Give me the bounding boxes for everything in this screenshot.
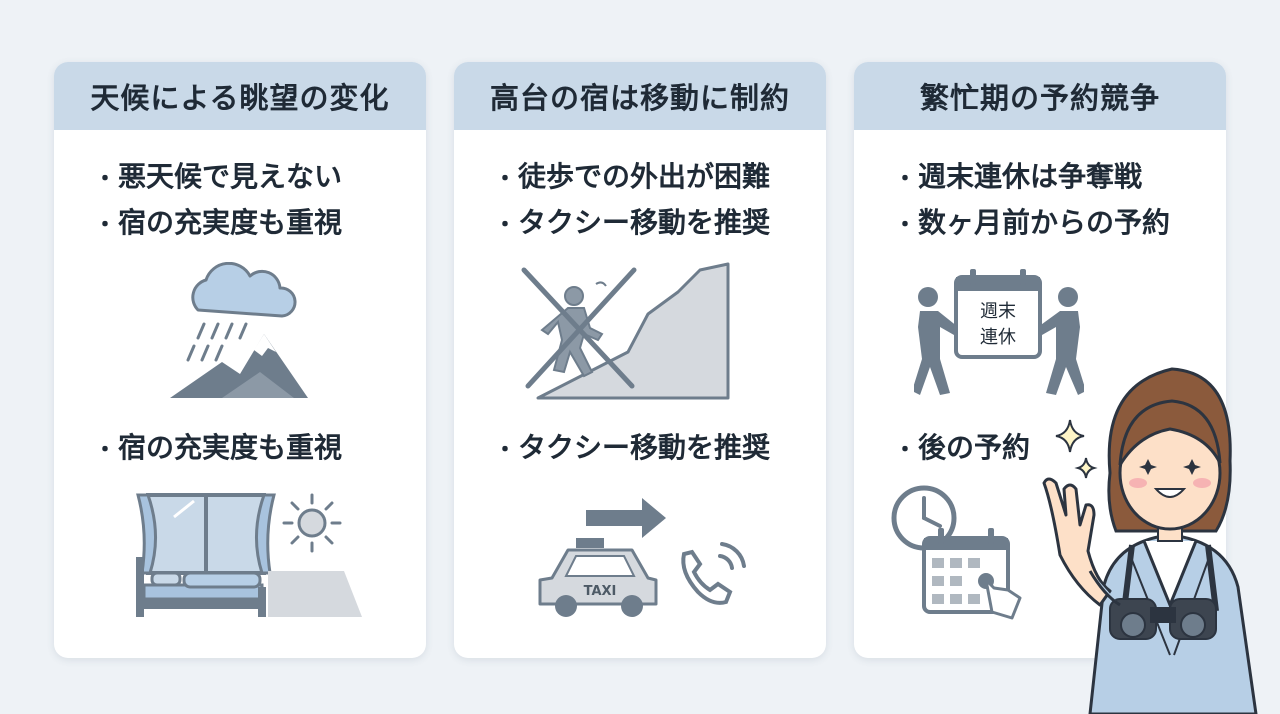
bullet-list: ・タクシー移動を推奨 [494,425,770,471]
arrow-right-icon [586,498,666,538]
calendar-text: 連休 [980,327,1016,348]
bedroom-window-icon [136,493,362,617]
bullet-item: ・後の予約 [894,431,1031,464]
bullet-list: ・徒歩での外出が困難 ・タクシー移動を推奨 [494,154,770,246]
taxi-icon: TAXI [538,538,658,617]
bullet-item: ・数ヶ月前からの予約 [894,206,1171,239]
phone-icon [681,542,746,605]
bullet-item: ・徒歩での外出が困難 [494,160,771,193]
bullet-item: ・タクシー移動を推奨 [494,431,771,464]
bullet-list: ・悪天候で見えない ・宿の充実度も重視 [94,154,342,246]
bullet-item: ・宿の充実度も重視 [94,431,343,464]
tug-of-war-calendar-icon: 週末 連休 [914,269,1084,395]
calendar-tap-icon [922,528,1022,620]
bullet-list: ・後の予約 [894,425,1030,471]
bullet-list: ・週末連休は争奪戦 ・数ヶ月前からの予約 [894,154,1170,246]
card-title: 高台の宿は移動に制約 [454,62,826,130]
no-walking-slope-icon [521,262,730,400]
sun-icon [282,493,342,553]
bullet-item: ・宿の充実度も重視 [94,206,343,239]
taxi-phone-icon: TAXI [538,498,746,617]
card-mobility: 高台の宿は移動に制約 ・徒歩での外出が困難 ・タクシー移動を推奨 ・タクシー移動… [454,62,826,658]
card-title: 天候による眺望の変化 [54,62,426,130]
traveler-character [1042,367,1258,714]
rain-icon [186,322,248,362]
clock-calendar-tap-icon [891,485,1022,620]
binoculars-icon [1109,598,1217,640]
person-left-icon [914,287,958,395]
bullet-item: ・タクシー移動を推奨 [494,206,771,239]
cloud-icon [191,262,297,318]
taxi-label: TAXI [584,584,617,599]
cloud-rain-mountain-icon [170,262,308,398]
bullet-item: ・悪天候で見えない [94,160,343,193]
calendar-text: 週末 [980,301,1016,322]
sparkle-icon [1055,419,1098,479]
bullet-item: ・週末連休は争奪戦 [894,160,1143,193]
card-weather: 天候による眺望の変化 ・悪天候で見えない ・宿の充実度も重視 ・宿の充実度も重視 [54,62,426,658]
person-right-icon [1038,287,1084,395]
card-title: 繁忙期の予約競争 [854,62,1226,130]
bullet-list: ・宿の充実度も重視 [94,425,342,471]
